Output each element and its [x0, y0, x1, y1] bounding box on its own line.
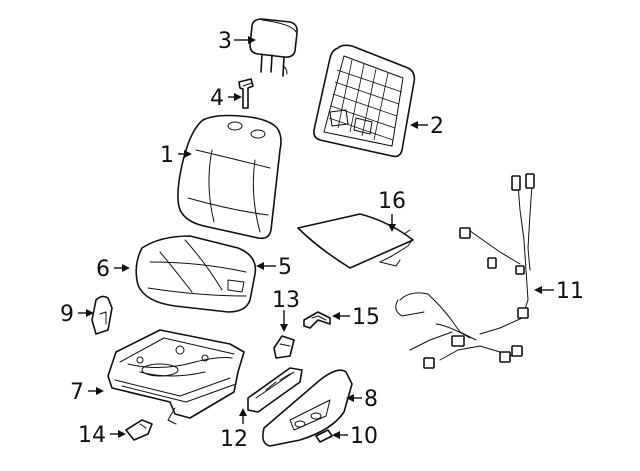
inner-side-trim[interactable]: [247, 367, 303, 413]
callout-15: 15: [352, 305, 380, 330]
callout-5: 5: [278, 255, 292, 280]
callout-9: 9: [60, 302, 74, 327]
seat-cushion[interactable]: [135, 235, 257, 313]
callout-12: 12: [220, 427, 248, 452]
headrest[interactable]: [249, 18, 298, 77]
callout-8: 8: [364, 387, 378, 412]
side-trim-cover[interactable]: [91, 295, 113, 335]
retaining-clip[interactable]: [303, 311, 331, 329]
adjust-knob[interactable]: [315, 429, 333, 443]
seat-track-frame[interactable]: [107, 329, 245, 425]
callout-leaders: [78, 36, 554, 439]
callout-labels: 3 4 1 2 16 6 5 13 15 9 11 7 8 14 12 10: [60, 29, 584, 452]
callout-1: 1: [160, 143, 174, 168]
callout-11: 11: [556, 279, 584, 304]
seat-heater-pad[interactable]: [297, 213, 414, 269]
seatback-frame[interactable]: [313, 44, 416, 158]
callout-4: 4: [210, 86, 224, 111]
outer-side-trim[interactable]: [262, 369, 353, 447]
callout-13: 13: [272, 288, 300, 313]
callout-2: 2: [430, 114, 444, 139]
seatback-cushion[interactable]: [177, 114, 282, 240]
mount-bracket[interactable]: [125, 419, 153, 441]
wire-harness[interactable]: [395, 173, 535, 369]
callout-10: 10: [350, 424, 378, 449]
callout-16: 16: [378, 189, 406, 214]
headrest-guide[interactable]: [238, 78, 254, 109]
switch-bracket[interactable]: [273, 335, 295, 359]
callout-14: 14: [78, 423, 106, 448]
callout-3: 3: [218, 29, 232, 54]
callout-6: 6: [96, 257, 110, 282]
callout-7: 7: [70, 380, 84, 405]
